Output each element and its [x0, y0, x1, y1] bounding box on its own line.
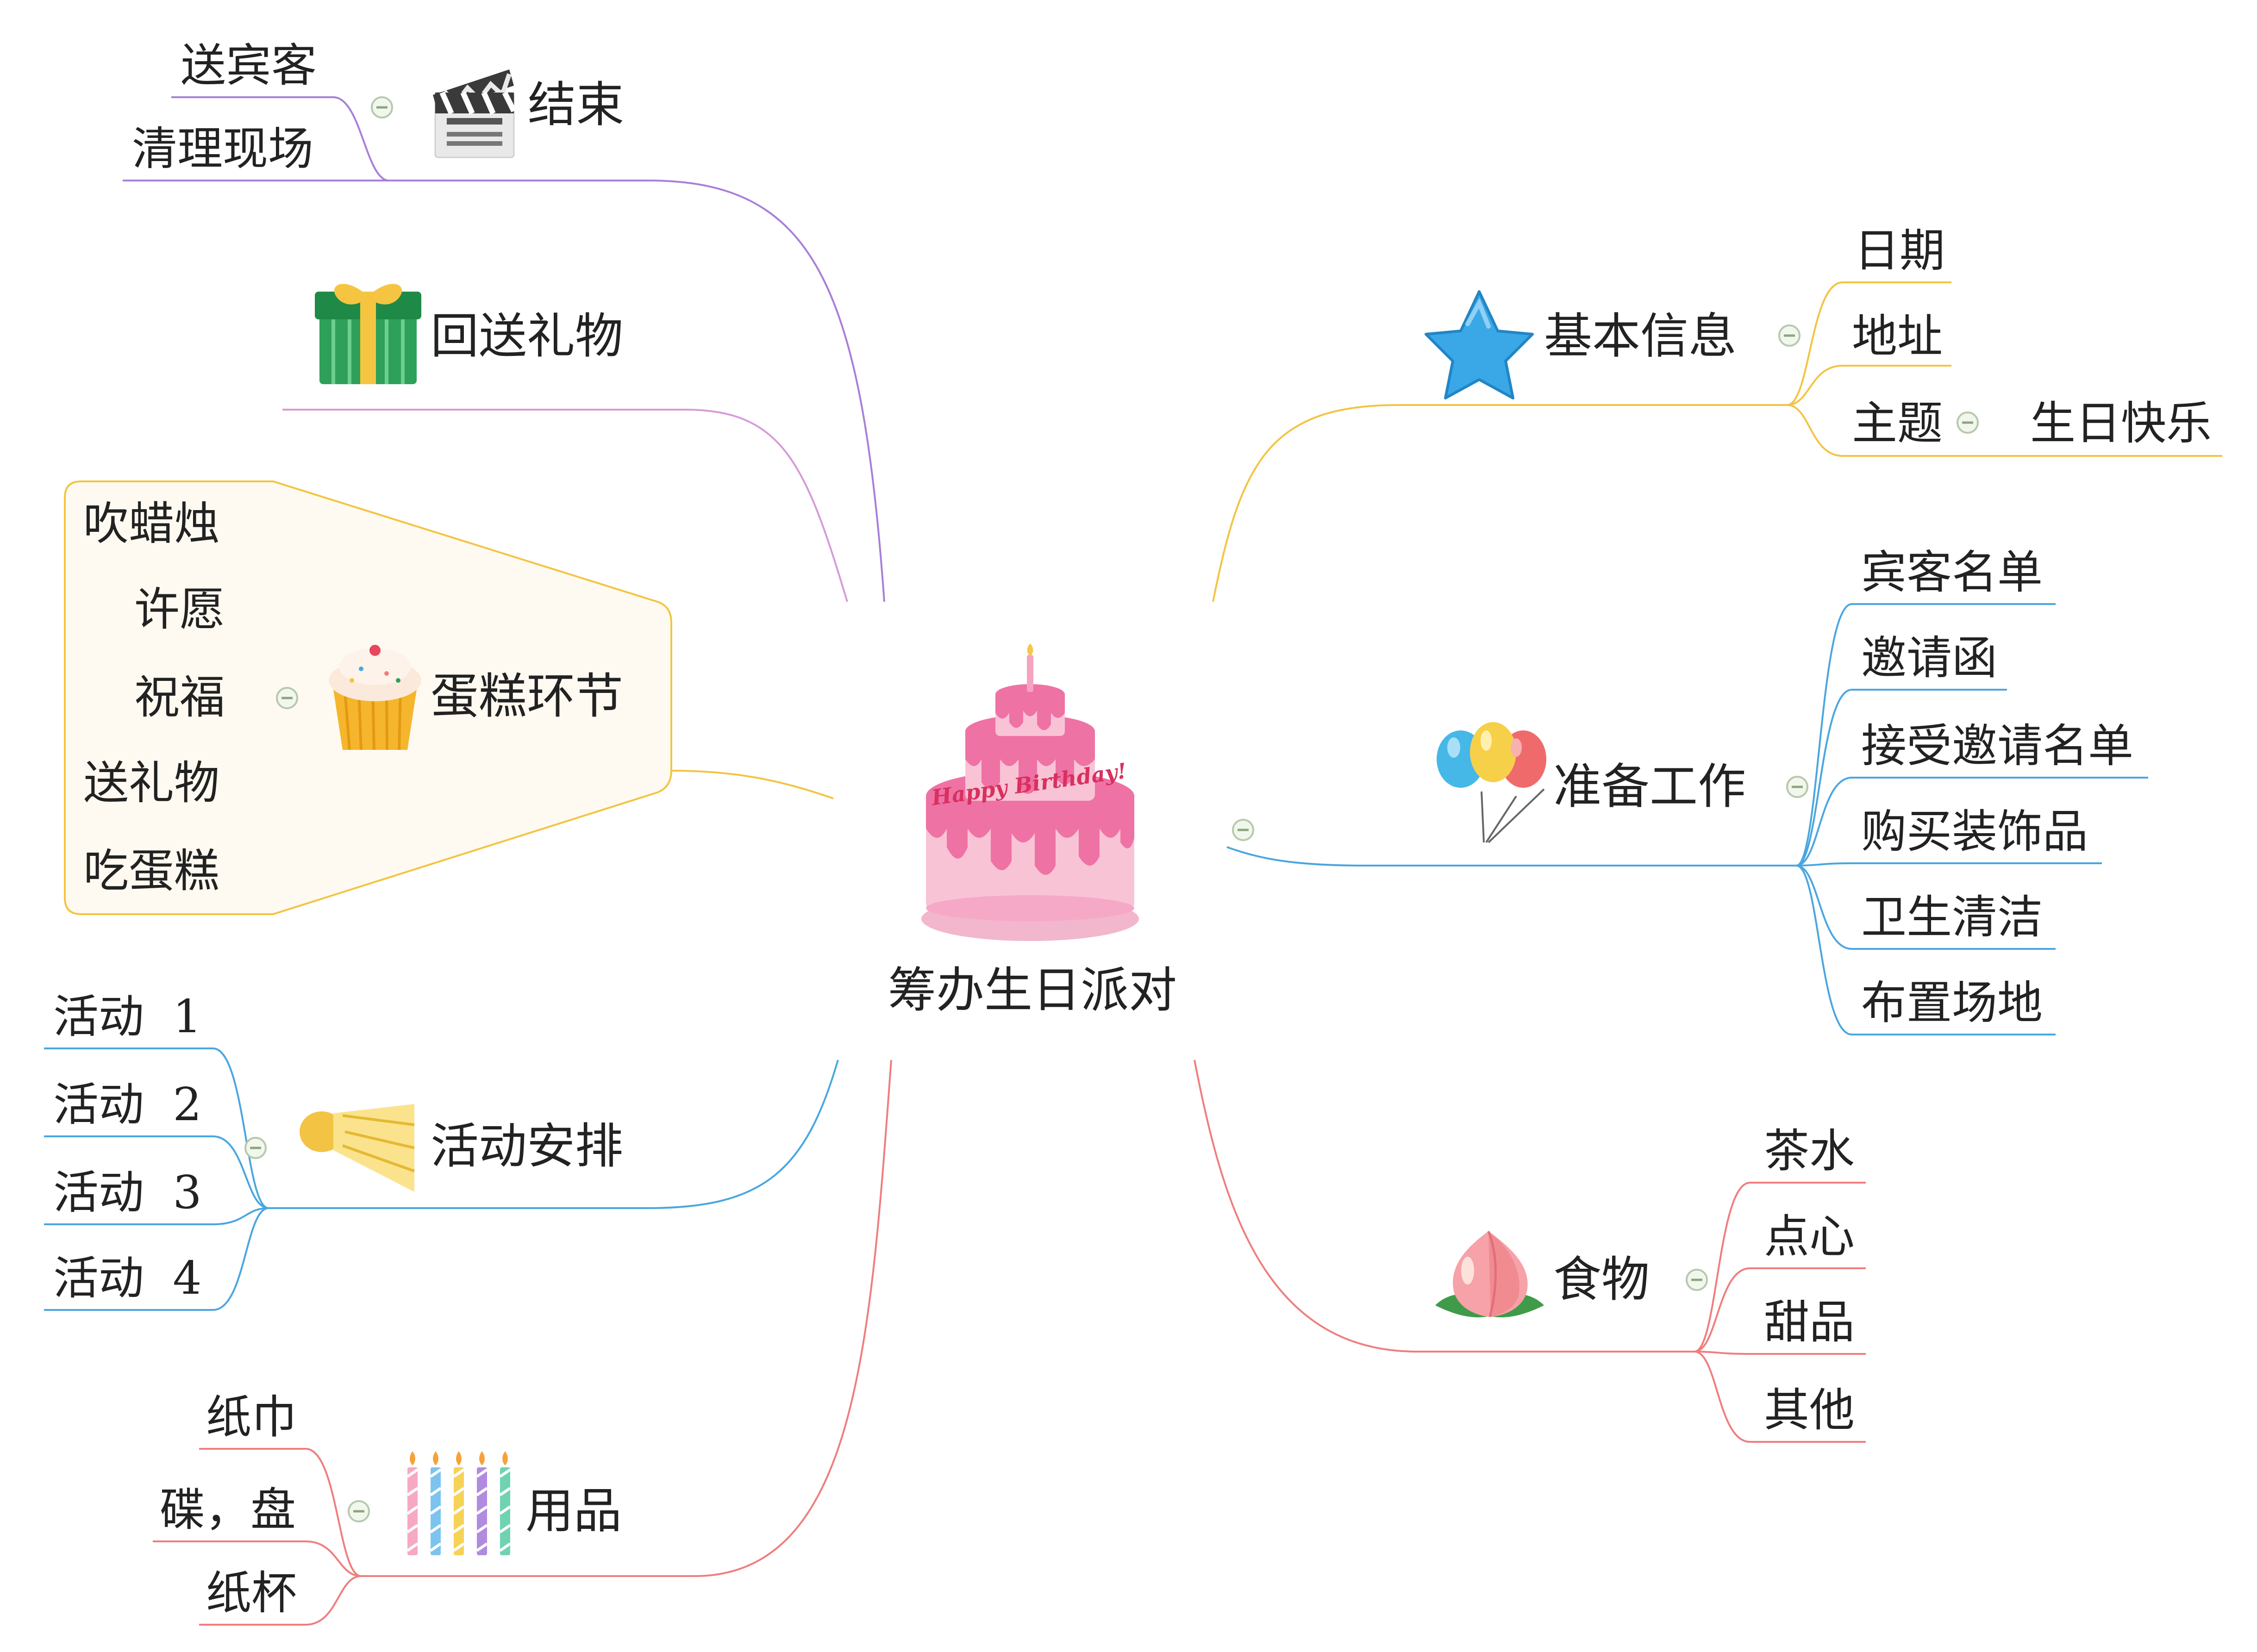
- branch-preparation[interactable]: 准备工作 宾客名单 邀请函 接受邀请名单 购买装饰品 卫生清洁 布置场地: [1232, 546, 2133, 1029]
- leaf-basic-info-2[interactable]: 主题: [1852, 397, 1943, 450]
- connector-supplies: [361, 1060, 892, 1577]
- collapse-toggle-end[interactable]: [371, 96, 393, 118]
- connector-basic-info: [1212, 404, 1787, 602]
- leaf-food-0[interactable]: 茶水: [1764, 1125, 1855, 1178]
- balloons-icon: [1437, 722, 1546, 843]
- connector-lines: [269, 180, 1796, 1577]
- leaf-preparation-2[interactable]: 接受邀请名单: [1861, 720, 2133, 773]
- branch-preparation-label: 准备工作: [1553, 758, 1746, 815]
- leaf-activities-1[interactable]: 活动 2: [53, 1078, 202, 1131]
- branch-food[interactable]: 食物 茶水 点心 甜品 其他: [1435, 1125, 1855, 1437]
- branch-supplies-label: 用品: [525, 1483, 622, 1539]
- collapse-toggle-activities[interactable]: [244, 1137, 267, 1159]
- leaf-basic-info-1[interactable]: 地址: [1852, 310, 1943, 363]
- candles-icon: [406, 1451, 511, 1555]
- peach-icon: [1435, 1231, 1544, 1317]
- leaf-supplies-0[interactable]: 纸巾: [206, 1391, 297, 1444]
- collapse-toggle-cake-session[interactable]: [276, 687, 298, 709]
- central-topic[interactable]: Happy Birthday! 筹办生日派对: [888, 643, 1177, 1018]
- branch-activities[interactable]: 活动安排 活动 1 活动 2 活动 3 活动 4: [53, 991, 623, 1305]
- connector-preparation: [1226, 846, 1796, 867]
- branch-cake-session[interactable]: 蛋糕环节 吹蜡烛 许愿 祝福 送礼物 吃蛋糕: [83, 498, 623, 898]
- leaf-supplies-1[interactable]: 碟，盘: [160, 1484, 296, 1536]
- connector-end: [389, 180, 885, 602]
- leaf-cake-session-1[interactable]: 许愿: [134, 583, 225, 636]
- leaf-preparation-4[interactable]: 卫生清洁: [1861, 891, 2043, 944]
- leaf-cake-session-0[interactable]: 吹蜡烛: [83, 498, 219, 550]
- branch-activities-label: 活动安排: [431, 1118, 623, 1174]
- cupcake-icon: [329, 645, 421, 750]
- leaf-preparation-3[interactable]: 购买装饰品: [1861, 805, 2088, 858]
- branch-basic-info-label: 基本信息: [1544, 308, 1737, 364]
- connector-cake-session: [671, 770, 834, 799]
- branch-cake-session-label: 蛋糕环节: [431, 668, 623, 724]
- leaf-preparation-1[interactable]: 邀请函: [1861, 632, 1997, 685]
- shuttlecock-icon: [300, 1104, 415, 1192]
- leaf-activities-3[interactable]: 活动 4: [53, 1252, 202, 1305]
- collapse-toggle-basic-info[interactable]: [1778, 324, 1801, 347]
- leaf-preparation-0[interactable]: 宾客名单: [1861, 546, 2043, 599]
- collapse-toggle-food[interactable]: [1686, 1269, 1708, 1291]
- gift-box-icon: [315, 284, 421, 384]
- branch-food-label: 食物: [1553, 1251, 1650, 1308]
- branch-end-label: 结束: [528, 76, 624, 133]
- clapperboard-icon: [433, 69, 517, 158]
- leaf-food-1[interactable]: 点心: [1764, 1210, 1855, 1263]
- connector-return-gift: [282, 409, 848, 602]
- leaf-basic-info-0[interactable]: 日期: [1854, 224, 1945, 277]
- leaf-theme-value[interactable]: 生日快乐: [2030, 397, 2212, 450]
- leaf-end-1[interactable]: 清理现场: [132, 123, 313, 175]
- leaf-supplies-2[interactable]: 纸杯: [206, 1567, 297, 1620]
- birthday-cake-icon: Happy Birthday!: [921, 643, 1139, 941]
- collapse-toggle-theme[interactable]: [1957, 411, 1979, 434]
- leaf-food-3[interactable]: 其他: [1764, 1384, 1855, 1437]
- leaf-preparation-5[interactable]: 布置场地: [1861, 977, 2043, 1029]
- leaf-activities-0[interactable]: 活动 1: [53, 991, 202, 1043]
- leaf-food-2[interactable]: 甜品: [1764, 1296, 1855, 1349]
- collapse-toggle-supplies[interactable]: [348, 1500, 370, 1522]
- branch-return-gift[interactable]: 回送礼物: [315, 284, 623, 384]
- central-topic-label: 筹办生日派对: [888, 962, 1177, 1018]
- leaf-end-0[interactable]: 送宾客: [181, 39, 317, 92]
- branch-return-gift-label: 回送礼物: [431, 308, 623, 364]
- star-icon: [1425, 290, 1534, 399]
- leaf-cake-session-4[interactable]: 吃蛋糕: [83, 845, 219, 898]
- leaf-cake-session-3[interactable]: 送礼物: [83, 757, 219, 810]
- connector-food: [1194, 1060, 1694, 1353]
- connector-activities: [269, 1060, 839, 1209]
- collapse-toggle-preparation-parent[interactable]: [1232, 819, 1254, 841]
- branch-supplies[interactable]: 用品 纸巾 碟，盘 纸杯: [160, 1391, 622, 1620]
- branch-basic-info[interactable]: 基本信息 日期 地址 主题 生日快乐: [1425, 224, 2212, 450]
- leaf-activities-2[interactable]: 活动 3: [53, 1166, 202, 1219]
- collapse-toggle-preparation[interactable]: [1786, 776, 1808, 798]
- branch-end[interactable]: 结束 送宾客 清理现场: [132, 39, 624, 175]
- leaf-cake-session-2[interactable]: 祝福: [134, 671, 225, 724]
